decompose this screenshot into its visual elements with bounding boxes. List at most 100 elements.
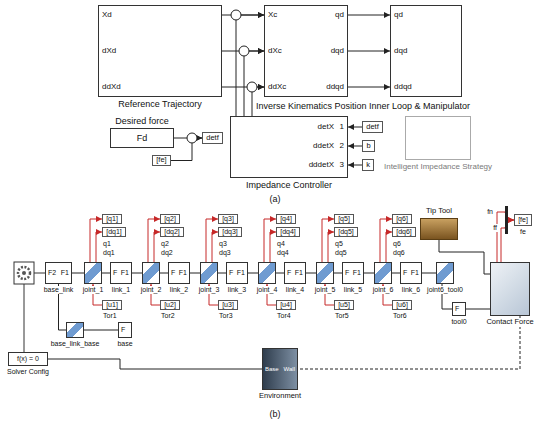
port-label: [q1] — [106, 215, 118, 223]
port-label: [dq2] — [164, 228, 180, 236]
frame-block: Ftool0 — [452, 302, 466, 316]
port-label: detf — [366, 123, 379, 132]
signal-line — [422, 273, 436, 274]
signal-label: q5 — [334, 240, 344, 248]
port-label: [dq5] — [338, 228, 354, 236]
gear-hub — [22, 271, 26, 275]
port-label: dqd — [394, 46, 407, 55]
gear-icon — [18, 267, 30, 279]
block-label: fe — [519, 228, 527, 236]
port-label: [u4] — [280, 301, 292, 309]
environment-block: BaseWallEnvironment — [262, 348, 298, 390]
port-label: [q4] — [280, 215, 292, 223]
port-label: [fe] — [518, 216, 528, 224]
signal-line — [264, 219, 276, 262]
link-block: FF1link_1 — [110, 262, 132, 284]
port-label: detX — [318, 122, 334, 131]
port-label: ddqd — [326, 82, 344, 91]
signal-line — [171, 138, 202, 161]
port-label: [dq4] — [280, 228, 296, 236]
signal-line — [348, 51, 390, 52]
sum-block — [187, 133, 197, 143]
block-label: link_4 — [285, 286, 305, 294]
port-label: 1 — [340, 122, 344, 131]
constant-block: Desired forceFd — [110, 128, 174, 148]
block-label: link_1 — [111, 286, 131, 294]
port-label: Base — [265, 366, 279, 373]
physical-wire — [24, 273, 45, 352]
signal-line — [102, 273, 110, 274]
contact-force-block: Contact Force — [490, 262, 530, 316]
signal-line — [322, 219, 334, 262]
port-label: F2 — [48, 269, 56, 277]
block-label: link_5 — [343, 286, 363, 294]
sum-block — [239, 46, 249, 56]
signal-label: Tor3 — [218, 312, 234, 320]
link-block: FF1link_4 — [284, 262, 306, 284]
block-label: joint_1 — [82, 286, 105, 294]
signal-line — [206, 219, 218, 262]
block-label: joint6_tool0 — [426, 286, 464, 294]
signal-label: dq6 — [392, 249, 406, 257]
goto-tag: [dq4] — [276, 227, 300, 237]
port-label: F — [345, 269, 349, 277]
signal-label: Tor5 — [334, 312, 350, 320]
signal-line — [48, 359, 262, 369]
signal-line — [218, 273, 226, 274]
block-label: joint_5 — [314, 286, 337, 294]
signal-label: q4 — [276, 240, 286, 248]
signal-label: dq3 — [218, 249, 232, 257]
block-label: Desired force — [114, 116, 170, 126]
block-label: joint_4 — [256, 286, 279, 294]
block-label: Environment — [258, 392, 302, 401]
block-label: link_2 — [169, 286, 189, 294]
port-label: 3 — [340, 160, 344, 169]
block-label: tool0 — [450, 318, 467, 326]
signal-line — [466, 309, 490, 310]
signal-label: dq4 — [276, 249, 290, 257]
from-tag: [u6] — [392, 300, 412, 310]
port-label: [u1] — [106, 301, 118, 309]
block-label: Intelligent Impedance Strategy — [383, 162, 493, 171]
port-label: [u5] — [338, 301, 350, 309]
block-label: Reference Trajectory — [117, 99, 203, 109]
goto-tag: [q4] — [276, 214, 296, 224]
goto-tag: [q5] — [334, 214, 354, 224]
block-label: Tip Tool — [425, 207, 453, 216]
goto-tag: [dq5] — [334, 227, 358, 237]
port-label: dqd — [331, 46, 344, 55]
port-label: qd — [394, 10, 403, 19]
port-label: 2 — [340, 141, 344, 150]
block-label: base — [116, 340, 133, 348]
block-label: Solver Config — [6, 368, 50, 376]
port-label: [fe] — [156, 156, 166, 165]
signal-line — [392, 273, 400, 274]
signal-label: fn — [486, 208, 494, 216]
port-label: [u3] — [222, 301, 234, 309]
port-label: Xd — [102, 10, 112, 19]
signal-line — [72, 273, 84, 274]
port-label: F — [121, 326, 125, 334]
revolute-joint: joint_6 — [374, 262, 392, 284]
port-label: Fd — [137, 133, 148, 143]
subsystem-block: XddXdddXdReference Trajectory — [98, 5, 222, 97]
port-label: dXc — [268, 46, 282, 55]
port-label: [dq3] — [222, 228, 238, 236]
signal-label: q1 — [102, 240, 112, 248]
port-label: b — [366, 142, 370, 151]
block-label: joint_3 — [198, 286, 221, 294]
sum-block — [247, 82, 257, 92]
goto-tag: detf — [202, 132, 223, 144]
from-tag: detf — [362, 121, 383, 133]
subsystem-block: XcdXcddXcqddqdddqd — [264, 5, 348, 97]
link-block: FF1link_5 — [342, 262, 364, 284]
signal-line — [248, 273, 258, 274]
signal-label: Tor1 — [102, 312, 118, 320]
signal-line — [348, 146, 362, 147]
port-label: qd — [335, 10, 344, 19]
signal-line — [90, 219, 102, 262]
signal-line — [276, 273, 284, 274]
port-label: F1 — [295, 269, 303, 277]
link-block: FF1link_6 — [400, 262, 422, 284]
revolute-joint: joint_5 — [316, 262, 334, 284]
